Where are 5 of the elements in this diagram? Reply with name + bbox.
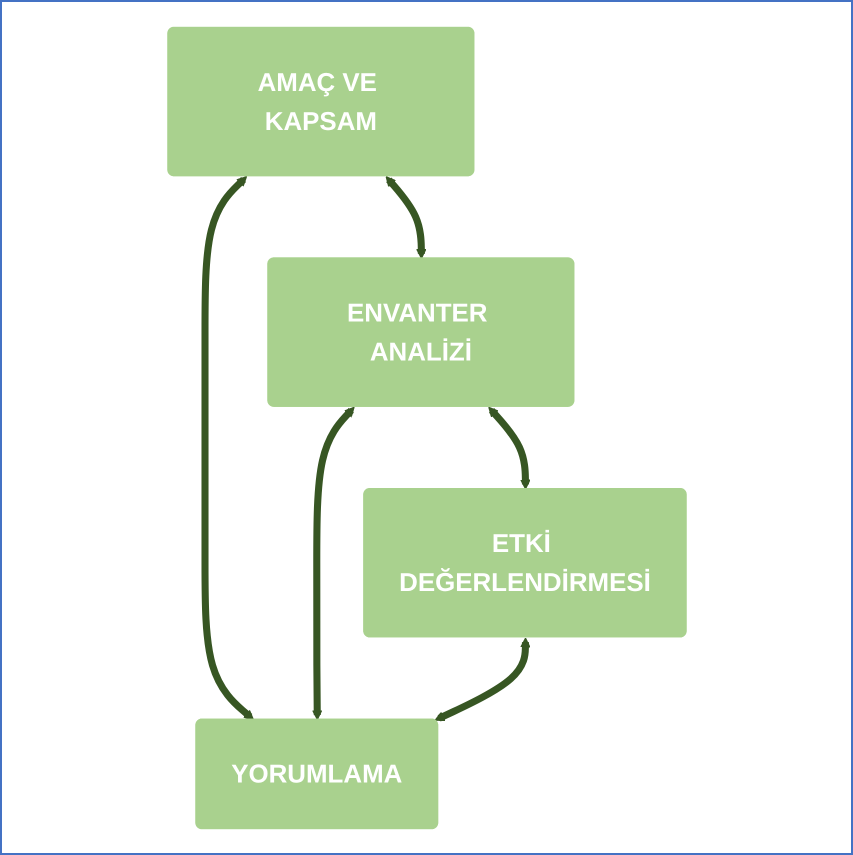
arrow (385, 176, 426, 259)
arrow (200, 176, 254, 720)
arrow (312, 406, 354, 720)
arrow (434, 636, 530, 722)
arrow (488, 406, 530, 490)
